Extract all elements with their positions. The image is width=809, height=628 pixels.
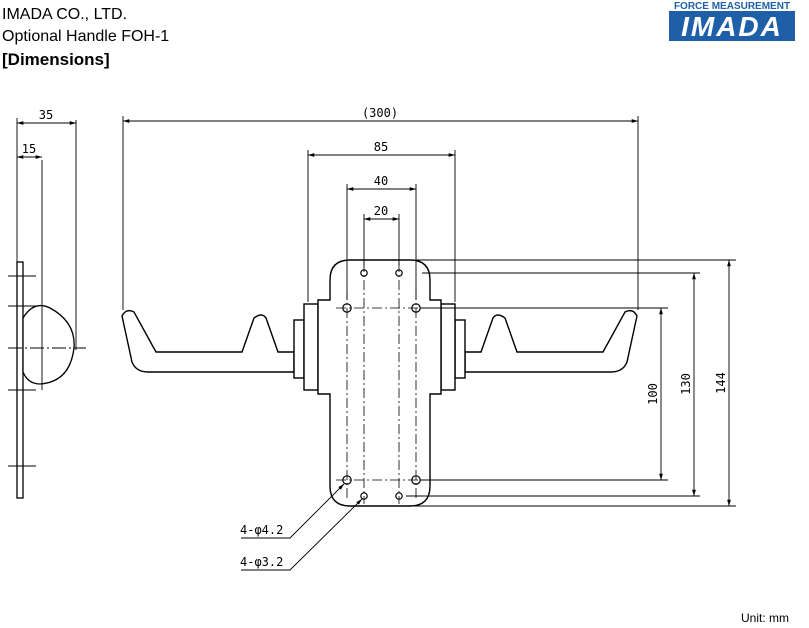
dim-35-label: 35 <box>39 108 53 122</box>
left-collar <box>293 319 305 379</box>
dim-85-label: 85 <box>374 140 388 154</box>
dim-15-label: 15 <box>22 142 36 156</box>
leader-large <box>241 483 345 539</box>
dim-130-label: 130 <box>679 373 693 395</box>
right-flange <box>440 303 456 391</box>
right-collar <box>454 319 466 379</box>
unit-note: Unit: mm <box>741 611 789 625</box>
hole-small-label: 4-φ3.2 <box>240 555 283 569</box>
dim-20-label: 20 <box>374 204 388 218</box>
side-view <box>8 118 86 499</box>
section-title: [Dimensions] <box>2 50 110 69</box>
front-view <box>121 259 638 507</box>
hole-large-label: 4-φ4.2 <box>240 523 283 537</box>
vertical-dimensions <box>659 260 731 506</box>
left-flange <box>303 303 319 391</box>
right-grip <box>464 309 638 373</box>
logo-tagline: FORCE MEASUREMENT <box>674 1 790 12</box>
dim-300-label: (300) <box>362 106 398 120</box>
center-lines <box>336 262 428 504</box>
company-name: IMADA CO., LTD. <box>2 6 128 23</box>
mounting-plate <box>317 259 442 507</box>
logo-band <box>669 11 795 41</box>
dim-100-label: 100 <box>646 383 660 405</box>
hole-leaders <box>241 483 363 571</box>
leader-small <box>241 498 363 571</box>
horizontal-dimensions <box>123 119 638 221</box>
front-extension-lines <box>122 116 736 507</box>
dim-144-label: 144 <box>714 372 728 394</box>
left-grip <box>121 309 295 373</box>
side-plate <box>16 261 24 499</box>
dim-40-label: 40 <box>374 174 388 188</box>
side-grip-section <box>22 304 75 385</box>
logo-brand: IMADA <box>681 11 783 42</box>
imada-logo: FORCE MEASUREMENT IMADA <box>669 1 795 42</box>
product-name: Optional Handle FOH-1 <box>2 28 170 45</box>
